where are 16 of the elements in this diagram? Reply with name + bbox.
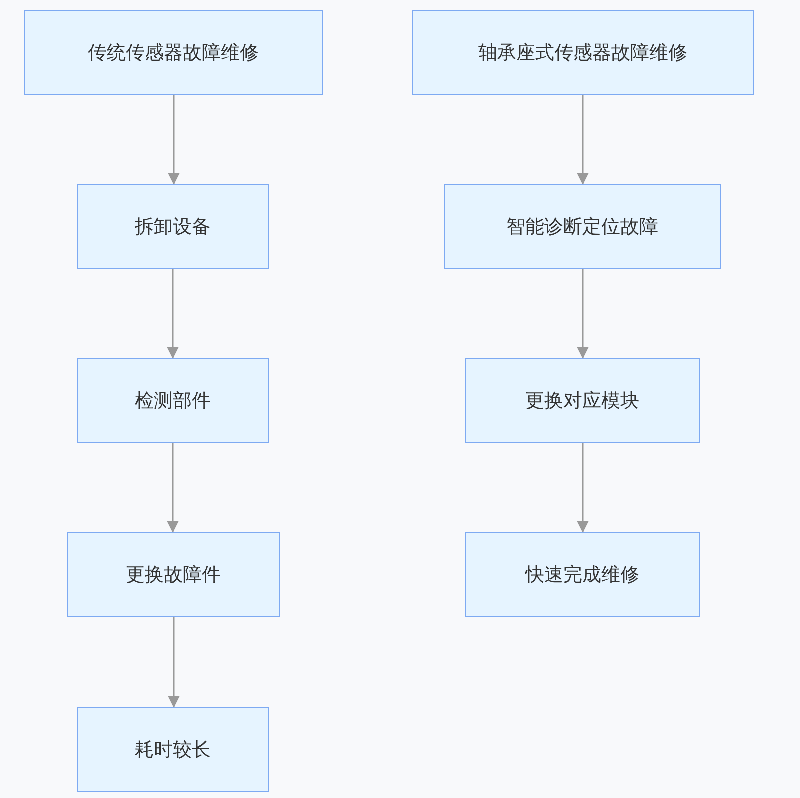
arrow	[167, 269, 179, 359]
arrow	[167, 443, 179, 533]
process-box: 更换对应模块	[465, 358, 700, 443]
arrow	[577, 95, 589, 185]
process-box: 拆卸设备	[77, 184, 269, 269]
process-box: 传统传感器故障维修	[24, 10, 323, 95]
process-box: 检测部件	[77, 358, 269, 443]
arrow	[577, 269, 589, 359]
process-box: 智能诊断定位故障	[444, 184, 721, 269]
process-box: 轴承座式传感器故障维修	[412, 10, 754, 95]
process-box: 耗时较长	[77, 707, 269, 792]
process-box: 快速完成维修	[465, 532, 700, 617]
arrow	[168, 617, 180, 708]
arrow	[577, 443, 589, 533]
arrow	[168, 95, 180, 185]
process-box: 更换故障件	[67, 532, 280, 617]
